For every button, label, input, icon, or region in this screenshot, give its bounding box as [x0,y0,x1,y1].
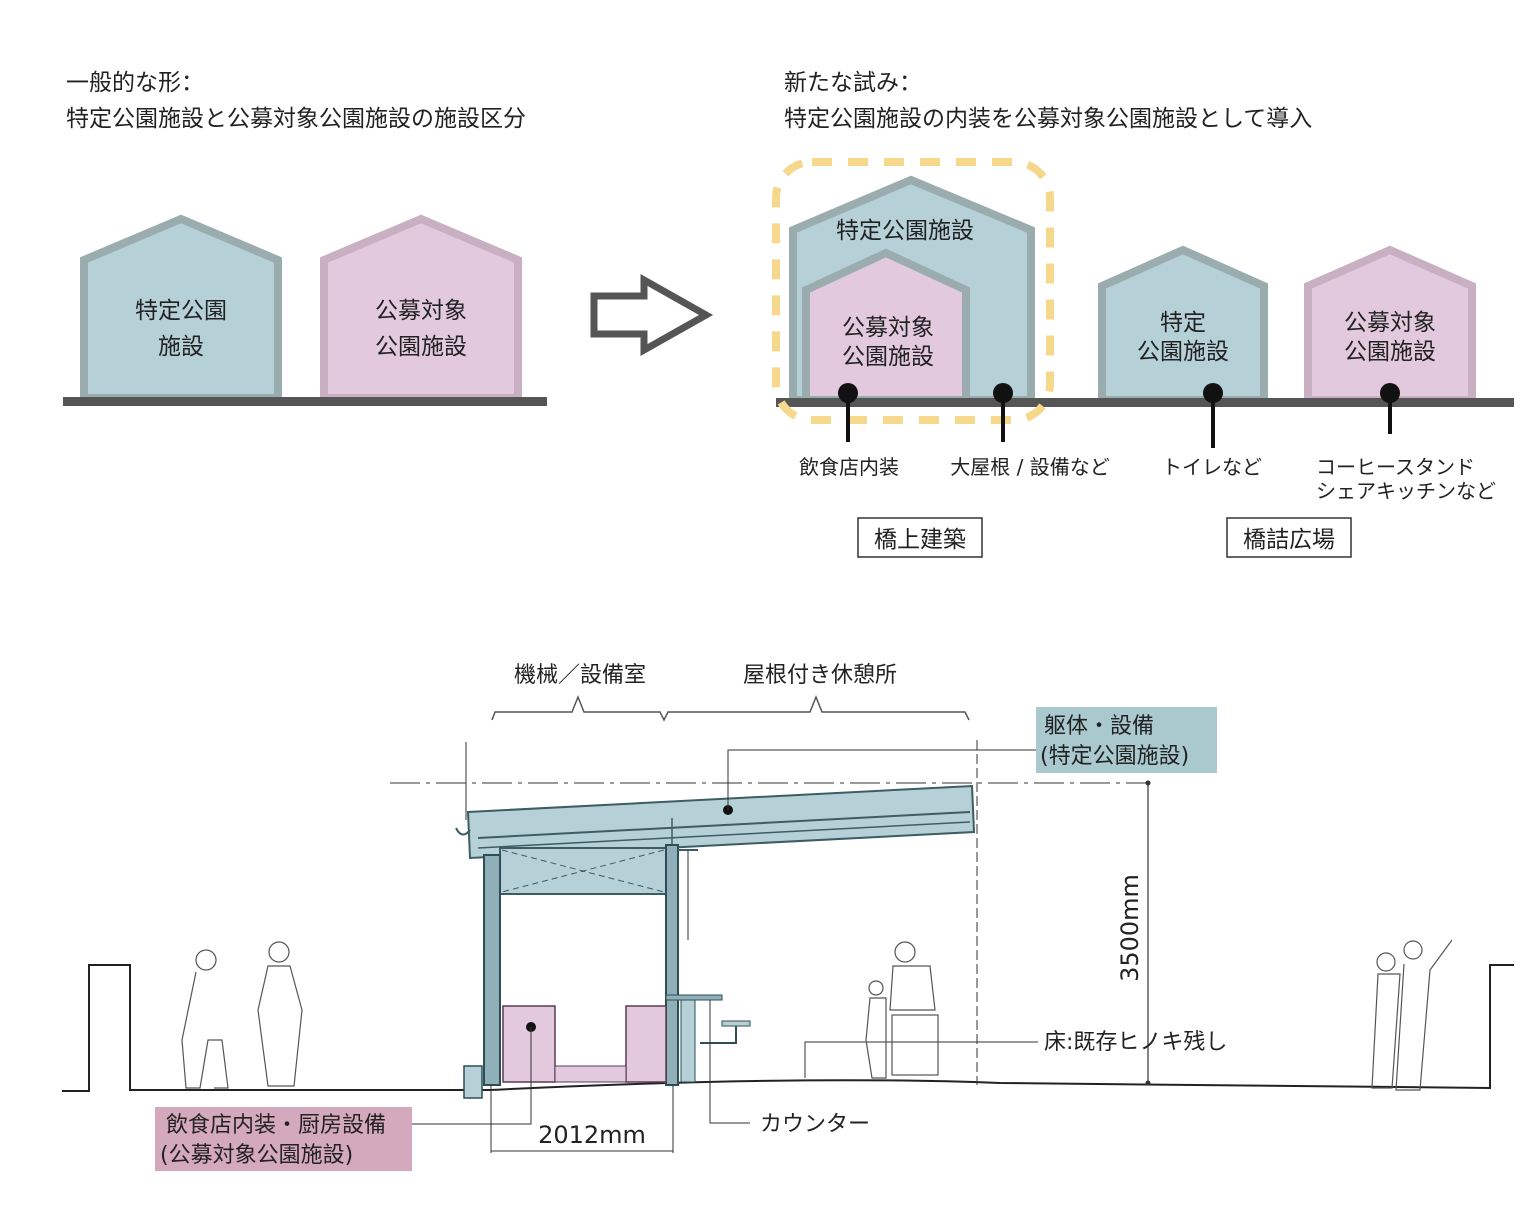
structure-tag [1036,707,1217,773]
width-dimension: 2012mm [538,1121,646,1149]
people-silhouettes [181,939,1453,1091]
column-left [483,854,501,1086]
house-label: 公募対象 [842,315,934,341]
house-label: 公園施設 [1344,339,1436,365]
section-label-machine-room: 機械／設備室 [514,663,646,688]
ground-line [63,397,547,406]
pin-label: シェアキッチンなど [1316,479,1496,503]
pin-label: トイレなど [1162,455,1262,479]
roof [466,784,976,860]
left-heading-line2: 特定公園施設と公募対象公園施設の施設区分 [66,106,526,132]
interior-tag-line2: (公募対象公園施設) [160,1143,353,1168]
height-dimension: 3500mm [1116,874,1144,982]
pin-label: 大屋根 / 設備など [950,455,1109,479]
group-label-bridge-building: 橋上建築 [874,527,966,553]
house-label: 特定公園施設 [836,218,974,244]
pin-label: コーヒースタンド [1316,455,1475,479]
interior-tag-line1: 飲食店内装・厨房設備 [166,1113,386,1138]
house-label: 施設 [158,334,204,360]
pin-dot [993,383,1013,403]
section-label-rest-area: 屋根付き休憩所 [743,663,897,688]
house-label: 特定公園 [135,298,227,324]
structure-tag-line1: 躯体・設備 [1044,714,1154,739]
structure-tag-line2: (特定公園施設) [1040,744,1189,769]
pin-dot [838,383,858,403]
counter-label: カウンター [760,1112,870,1137]
pin-dot [1380,383,1400,403]
floor-label: 床:既存ヒノキ残し [1044,1030,1227,1055]
pin-dot [1203,383,1223,403]
house-label: 公園施設 [1137,339,1229,365]
house-label: 公募対象 [375,298,467,324]
right-heading-line1: 新たな試み： [784,70,922,96]
house-label: 特定 [1160,310,1206,336]
group-box [857,517,983,558]
pin-label: 飲食店内装 [799,455,899,479]
ground-profile [62,964,1514,1092]
house-label: 公園施設 [375,334,467,360]
house-label: 公園施設 [842,344,934,370]
ground-line [776,398,1514,407]
kitchen-unit [625,1005,667,1083]
brace [491,694,970,722]
arrow-right-icon [590,274,714,356]
interior-tag [155,1107,412,1171]
group-label-bridge-plaza: 橋詰広場 [1243,527,1335,553]
column-right [665,844,679,1086]
group-box [1226,517,1352,558]
house-label: 公募対象 [1344,310,1436,336]
kitchen-unit [502,1005,556,1083]
left-heading-line1: 一般的な形： [66,70,204,96]
right-heading-line2: 特定公園施設の内装を公募対象公園施設として導入 [784,106,1312,132]
